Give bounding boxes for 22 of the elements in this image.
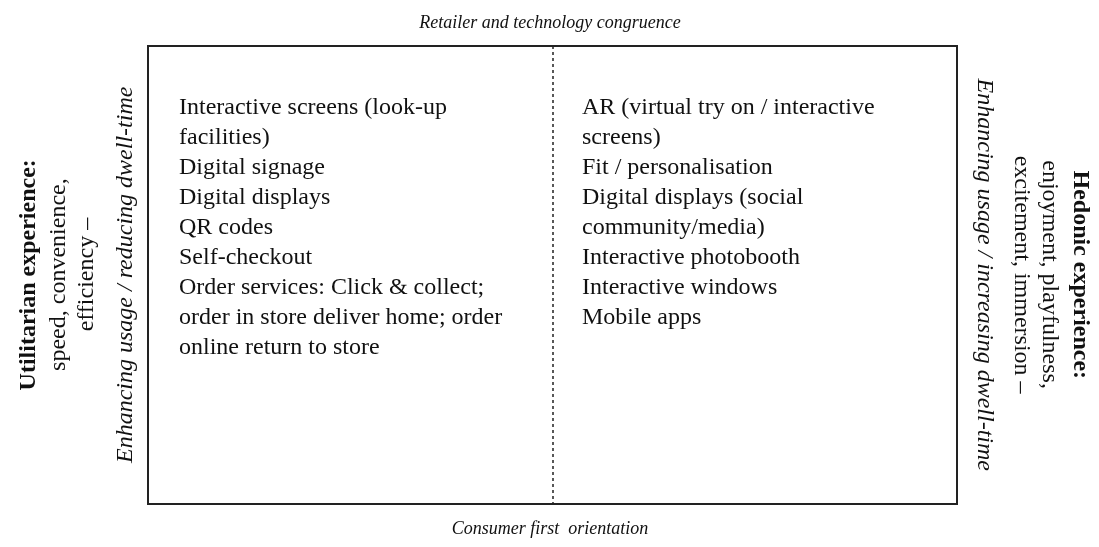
side-description: speed, convenience, efficiency – — [44, 177, 99, 374]
side-note: Enhancing usage / reducing dwell-time — [111, 85, 139, 466]
axis-label: Retailer and technology congruence — [418, 11, 682, 33]
quadrant-panel — [552, 45, 958, 505]
list-item: Digital displays — [179, 182, 332, 211]
list-item: Digital signage — [179, 152, 326, 181]
side-description: enjoyment, playfulness, excitement, immersion – — [1009, 155, 1064, 396]
list-item: Fit / personalisation — [582, 152, 774, 181]
list-item: Mobile apps — [582, 302, 703, 331]
list-item: Digital displays (social community/media) — [582, 182, 805, 241]
list-item: Interactive windows — [582, 272, 779, 301]
list-item: AR (virtual try on / interactive screens) — [582, 92, 876, 151]
list-item: Interactive photobooth — [582, 242, 801, 271]
list-item: Self-checkout — [179, 242, 314, 271]
side-note: Enhancing usage / increasing dwell-time — [971, 77, 999, 474]
axis-label: Consumer first orientation — [450, 517, 650, 539]
list-item: QR codes — [179, 212, 274, 241]
side-heading: Utilitarian experience: — [14, 158, 42, 393]
quadrant-panel — [147, 45, 553, 505]
list-item: Order services: Click & collect; order in store deliver home; order online return to store — [179, 272, 504, 361]
list-item: Interactive screens (look-up facilities) — [179, 92, 448, 151]
side-heading: Hedonic experience: — [1067, 169, 1095, 382]
